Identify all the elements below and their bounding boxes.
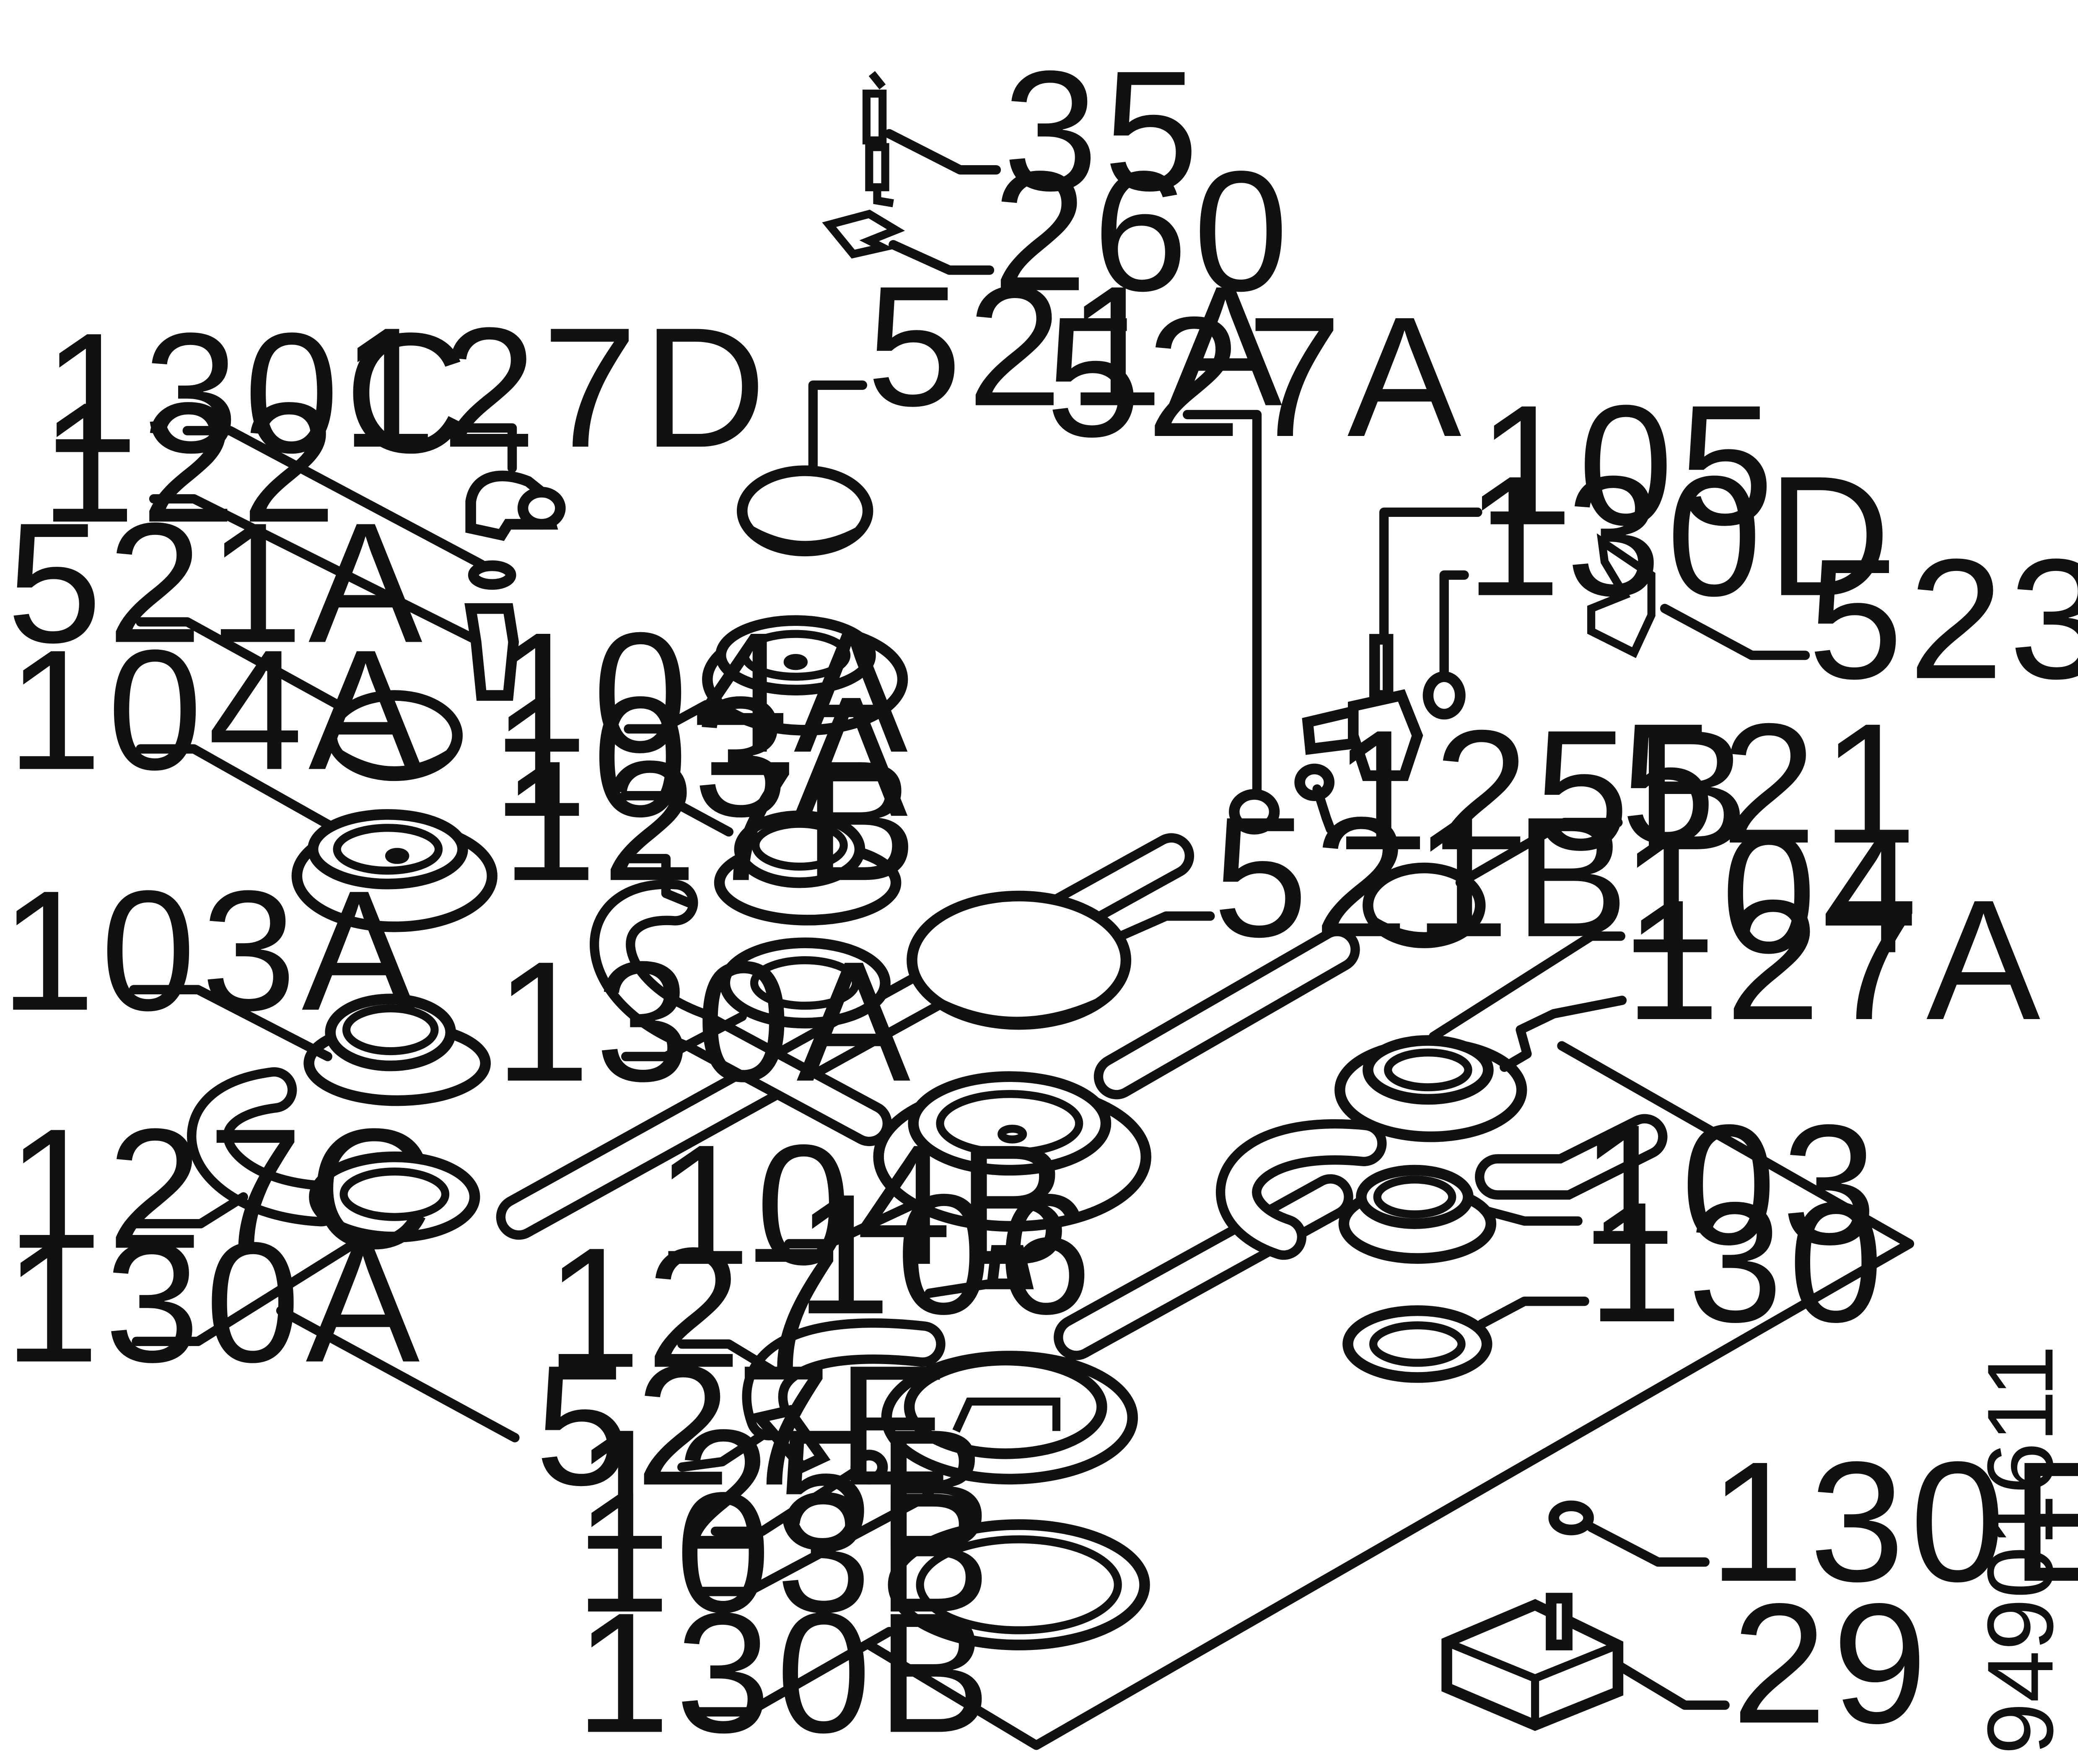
part-130A-ring-left xyxy=(309,1151,480,1243)
part-521A-cap-left xyxy=(326,690,463,781)
label-125B-right: 125B xyxy=(1333,694,1754,886)
part-35-thermocouple xyxy=(862,71,894,208)
leader-lines xyxy=(129,129,1810,1717)
part-521-cap xyxy=(1363,862,1486,948)
part-104A-burner-top xyxy=(702,615,908,736)
label-103B: 103B xyxy=(575,1456,996,1648)
label-127: 127 xyxy=(546,1211,847,1403)
label-103A-left: 103A xyxy=(0,855,421,1046)
part-104-burner xyxy=(1334,1035,1527,1142)
part-130B-ring xyxy=(888,1519,1150,1650)
part-521A-cap-top xyxy=(736,465,873,557)
label-521B: 521B xyxy=(1213,781,1634,973)
reference-number: 94901611 xyxy=(1968,1345,2073,1755)
part-127D-elbow xyxy=(465,470,566,541)
part-260-clip xyxy=(822,210,905,259)
label-29: 29 xyxy=(1732,1567,1933,1759)
label-127C: 127C xyxy=(7,1093,437,1284)
label-521A-left: 521A xyxy=(7,487,428,678)
label-527E: 527E xyxy=(535,1329,956,1521)
label-35: 35 xyxy=(1003,35,1204,226)
label-104B: 104B xyxy=(655,1109,1076,1300)
gas-pipes xyxy=(187,833,1668,1440)
label-105: 105 xyxy=(1477,369,1779,561)
part-130E-washer xyxy=(1548,1500,1594,1536)
label-127A: 127A xyxy=(1625,864,2046,1056)
label-130B: 130B xyxy=(575,1577,996,1764)
label-521: 521 xyxy=(1621,687,1923,879)
part-130A-ring-center xyxy=(719,937,891,1029)
part-103-base xyxy=(1338,1165,1497,1264)
label-130C: 130C xyxy=(43,297,473,488)
label-106: 106 xyxy=(795,1158,1097,1350)
label-103: 103 xyxy=(1581,1089,1882,1280)
part-527E-connector xyxy=(749,1405,831,1474)
label-104A-left: 104A xyxy=(7,614,428,805)
part-labels: 35 260 521A 527A 130C 127D 122 105 130D … xyxy=(0,35,2078,1764)
label-127B: 127B xyxy=(502,725,923,916)
hob-outline xyxy=(276,1041,1915,1750)
label-103A-center: 103A xyxy=(492,661,913,852)
label-104A-center: 104A xyxy=(492,597,913,788)
part-106-injector xyxy=(986,1245,1034,1289)
part-103A-base-left xyxy=(303,994,491,1106)
part-523-bracket xyxy=(1587,533,1656,658)
label-130E: 130E xyxy=(1709,1426,2078,1617)
part-130-ring xyxy=(1342,1305,1492,1383)
label-104: 104 xyxy=(1621,797,1923,988)
part-105-valve xyxy=(1302,634,1423,781)
label-127D: 127D xyxy=(341,292,772,483)
part-130C-washer xyxy=(468,560,516,590)
label-527A: 527A xyxy=(1046,281,1467,472)
label-130: 130 xyxy=(1587,1166,1889,1358)
part-29-ignition-module xyxy=(1441,1593,1624,1731)
part-103B-base xyxy=(881,1351,1138,1485)
label-130D: 130D xyxy=(1466,440,1896,632)
label-260: 260 xyxy=(992,135,1294,327)
part-103A-base-center xyxy=(714,810,902,926)
label-521A-top: 521A xyxy=(866,250,1288,442)
label-122: 122 xyxy=(40,366,342,558)
label-523: 523 xyxy=(1808,523,2078,714)
part-104B-burner xyxy=(873,1071,1151,1232)
part-521B-cap xyxy=(907,890,1132,1030)
label-130A-left: 130A xyxy=(4,1206,425,1398)
label-125B-bottom: 125B xyxy=(575,1393,996,1585)
part-104A-burner-left xyxy=(291,809,497,932)
label-130A-center: 130A xyxy=(495,926,916,1117)
